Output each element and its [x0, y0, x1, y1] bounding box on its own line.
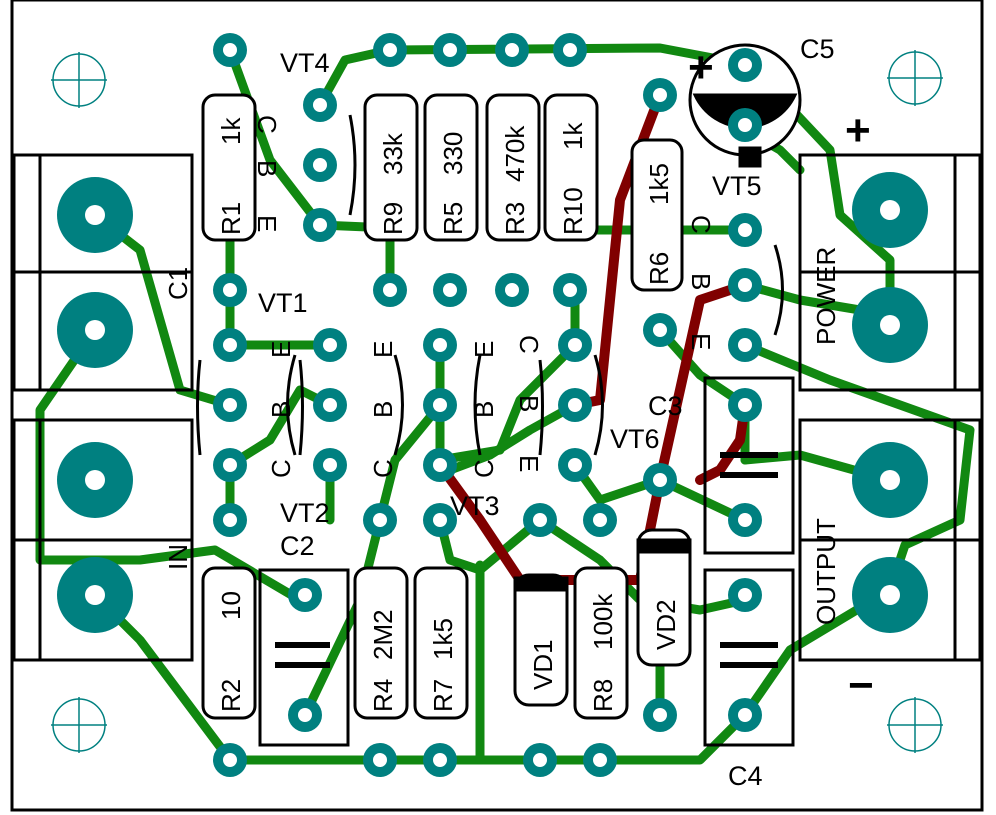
diode-bodies — [513, 528, 692, 707]
label-vt3: VT3 — [450, 491, 500, 521]
pin-vt6-b: B — [514, 395, 544, 412]
transistor-outlines — [196, 114, 784, 456]
pin-vt2-e: E — [368, 341, 398, 358]
label-c5: C5 — [800, 34, 835, 64]
label-r8-value: 100k — [588, 593, 618, 650]
pin-vt4-e: E — [252, 215, 282, 232]
label-r1-value: 1k — [216, 117, 246, 145]
label-vt4: VT4 — [280, 48, 330, 78]
label-c4: C4 — [728, 761, 763, 791]
pin-vt4-c: C — [252, 115, 282, 134]
label-c2: C2 — [280, 531, 315, 561]
label-vd2: VD2 — [651, 599, 681, 650]
label-r3: R3 — [500, 202, 530, 235]
label-r10: R10 — [558, 187, 588, 235]
terminal-blocks — [12, 153, 982, 662]
pin-vt2-c: C — [368, 459, 398, 478]
label-r2-value: 10 — [216, 591, 246, 620]
pin-vt1-c: C — [266, 459, 296, 478]
pin-vt6-e: E — [514, 455, 544, 472]
pin-vt6-c: C — [514, 335, 544, 354]
pin-vt5-b: B — [686, 273, 716, 290]
label-r4-value: 2M2 — [368, 609, 398, 660]
label-r7: R7 — [428, 679, 458, 712]
pad-holes — [85, 43, 900, 767]
label-vt1: VT1 — [258, 288, 308, 318]
label-r8: R8 — [588, 679, 618, 712]
pin-vt5-c: C — [686, 215, 716, 234]
label-power-plus: + — [845, 106, 871, 155]
label-vd1: VD1 — [528, 639, 558, 690]
label-r2: R2 — [216, 679, 246, 712]
mounting-holes — [51, 50, 943, 753]
pin-vt5-e: E — [686, 333, 716, 350]
pin-vt3-c: C — [469, 459, 499, 478]
label-r9: R9 — [378, 202, 408, 235]
label-vt6: VT6 — [610, 424, 660, 454]
label-r1: R1 — [216, 202, 246, 235]
label-r9-value: 33k — [378, 132, 408, 175]
label-input: IN — [163, 544, 193, 570]
resistor-bodies — [201, 93, 684, 720]
pin-vt3-b: B — [469, 401, 499, 418]
label-r6-value: 1k5 — [644, 163, 674, 205]
label-vt2: VT2 — [280, 498, 330, 528]
pin-vt1-e: E — [266, 341, 296, 358]
label-c3: C3 — [648, 391, 683, 421]
pin-vt1-b: B — [266, 401, 296, 418]
label-vt5: VT5 — [712, 171, 762, 201]
label-r7-value: 1k5 — [428, 618, 458, 660]
label-output-minus: − — [848, 661, 874, 710]
label-r4: R4 — [368, 679, 398, 712]
pin-vt3-e: E — [469, 341, 499, 358]
label-r6: R6 — [644, 252, 674, 285]
label-c5-plus: + — [688, 43, 714, 92]
pin-vt4-b: B — [252, 160, 282, 177]
label-r5-value: 330 — [438, 132, 468, 175]
label-r5: R5 — [438, 202, 468, 235]
silkscreen-labels: VT4 C5 + + VT5 VT1 VT6 VT2 VT3 C2 C3 C4 … — [163, 34, 874, 791]
label-output: OUTPUT — [811, 518, 841, 625]
label-r3-value: 470k — [500, 125, 530, 182]
capacitor-symbols — [275, 452, 778, 668]
label-r10-value: 1k — [558, 122, 588, 150]
pin-vt2-b: B — [368, 401, 398, 418]
label-c1: C1 — [163, 267, 193, 300]
label-power: POWER — [811, 247, 841, 345]
